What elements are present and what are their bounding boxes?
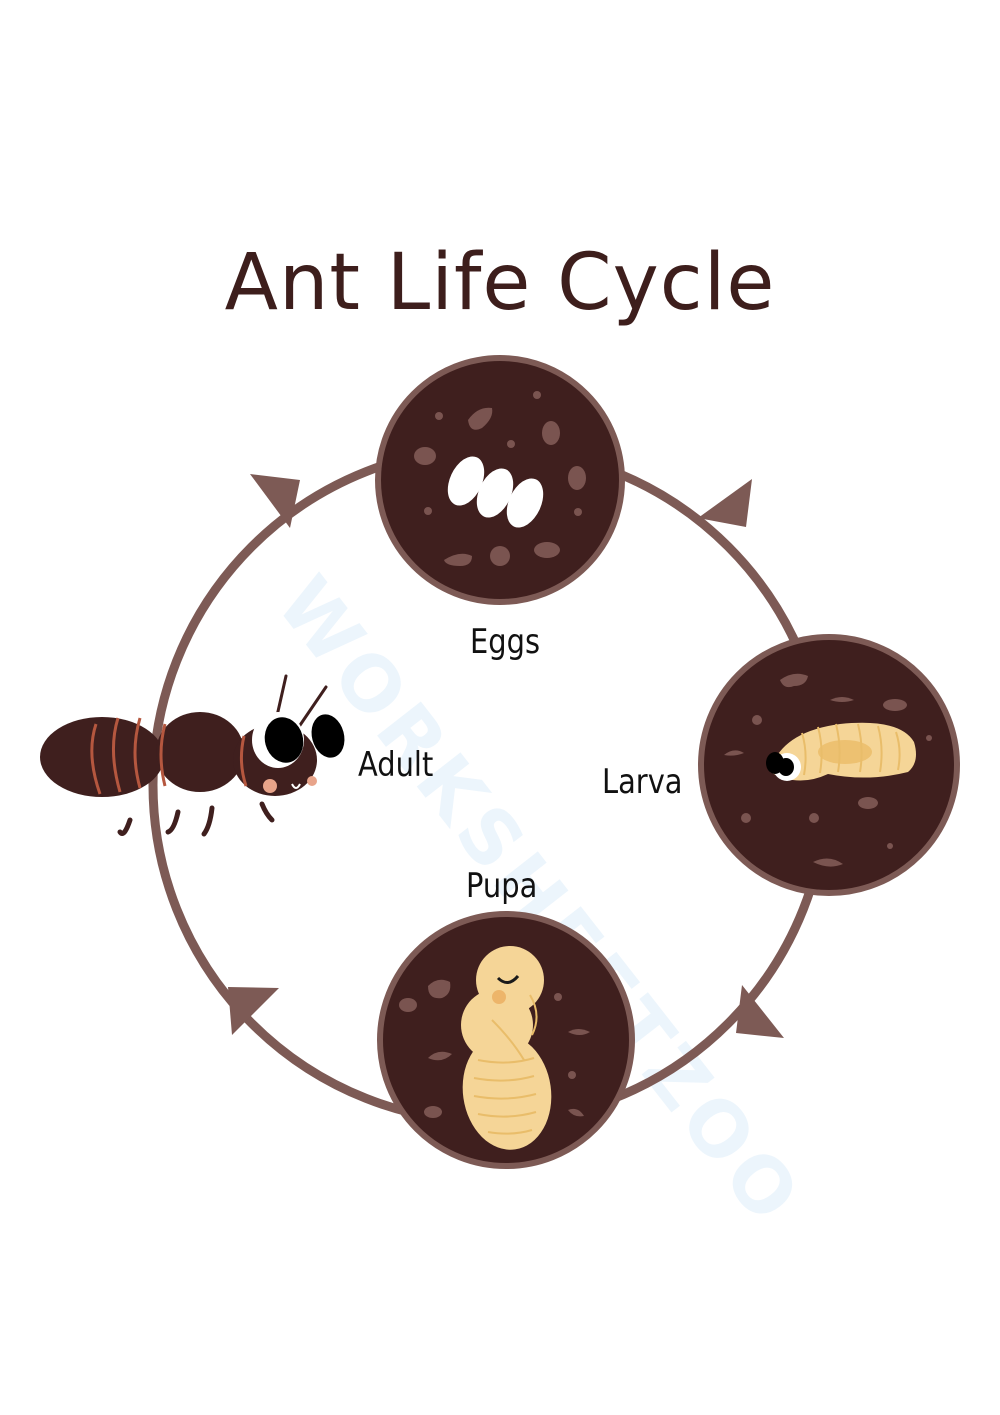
adult-ant-illustration: [40, 674, 345, 837]
stage-label-adult: Adult: [358, 745, 434, 785]
page-title: Ant Life Cycle: [224, 238, 776, 328]
arrow-icon-eggs-to-larva: [698, 479, 752, 527]
arrow-icon-pupa-to-adult: [228, 987, 279, 1035]
arrow-icon-larva-to-pupa: [736, 985, 784, 1038]
stage-label-eggs: Eggs: [470, 622, 541, 662]
stage-label-larva: Larva: [602, 762, 683, 802]
stage-label-pupa: Pupa: [466, 866, 538, 906]
pupa-illustration: [377, 911, 635, 1169]
eggs-illustration: [375, 355, 625, 605]
arrow-icon-adult-to-eggs: [250, 474, 300, 528]
larva-illustration: [698, 634, 960, 896]
